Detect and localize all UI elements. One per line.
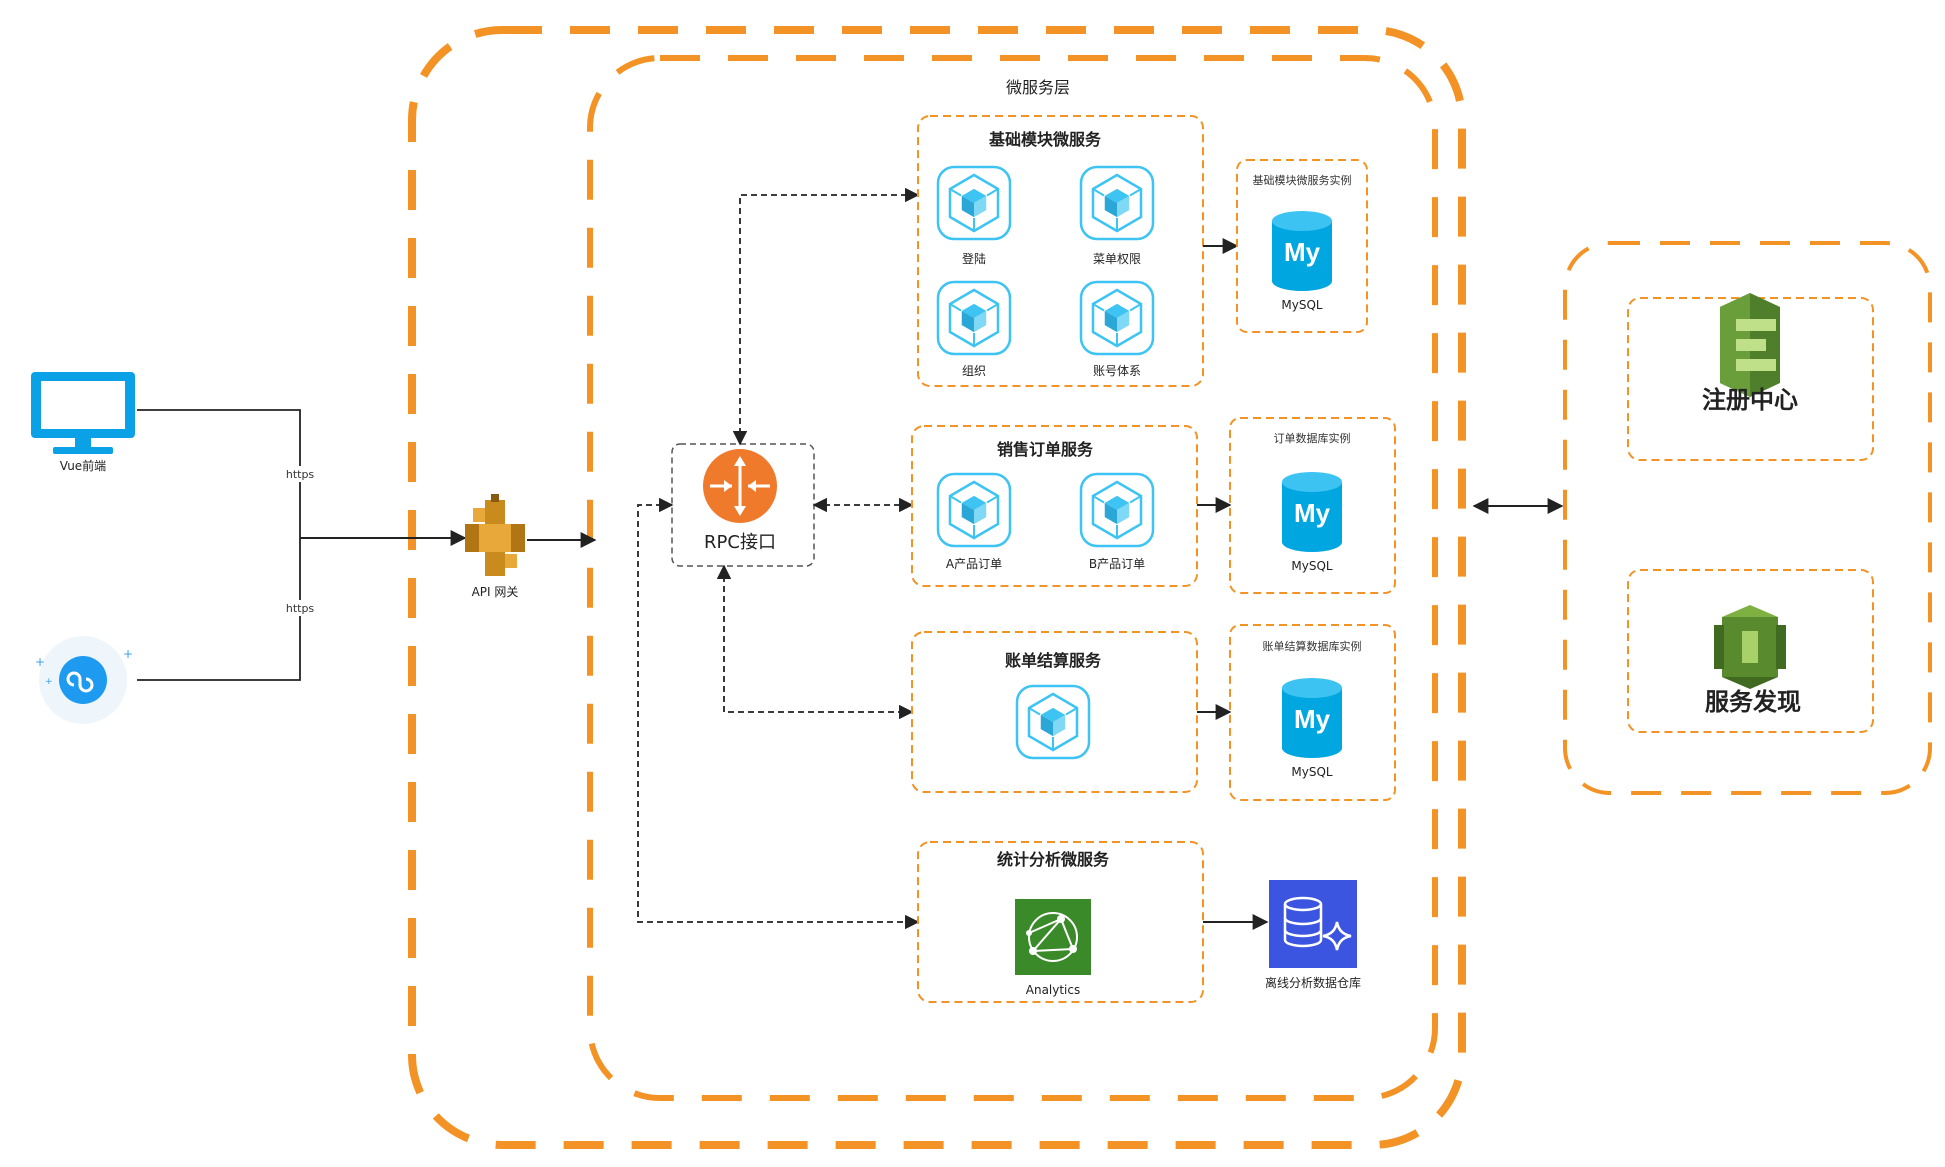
analytics-label: Analytics [1026,983,1081,997]
svg-text:+: + [123,647,133,661]
outer-system-boundary [408,26,1466,1149]
order-db-box [1229,417,1396,594]
login-service-icon [936,165,1012,241]
registry-boundary [1563,241,1932,795]
rpc-to-analytics-connector [637,497,920,930]
product-b-order-icon [1079,472,1155,548]
mini-https-connector [137,538,301,681]
product-a-order-icon [936,472,1012,548]
analytics-service-box [917,841,1204,1003]
product-b-order-label: B产品订单 [1089,557,1145,571]
service-discovery-box [1627,569,1874,733]
monitor-icon [31,372,135,454]
login-service-label: 登陆 [962,251,986,266]
rpc-router-icon [703,449,777,523]
menu-permission-icon [1079,165,1155,241]
https-label-top: https [286,468,315,481]
base-db-title: 基础模块微服务实例 [1253,173,1352,187]
menu-permission-label: 菜单权限 [1093,252,1141,266]
api-gateway-icon [465,494,525,576]
mini-program-icon: + + + [35,636,133,724]
base-db-box [1236,159,1368,333]
product-a-order-label: A产品订单 [946,557,1002,571]
svg-text:+: + [45,677,53,687]
register-center-label: 注册中心 [1702,386,1798,414]
base-db-label: MySQL [1281,298,1323,312]
account-system-icon [1079,280,1155,356]
base-service-box [917,115,1204,387]
register-center-icon [1720,293,1780,397]
vue-https-connector [137,409,301,538]
microservice-layer-title: 微服务层 [1006,78,1070,97]
analytics-icon [1015,899,1091,975]
rpc-to-billing-connector [716,564,914,720]
svg-text:+: + [35,655,45,669]
base-service-title: 基础模块微服务 [988,130,1102,149]
billing-db-box [1229,624,1396,801]
vue-frontend-label: Vue前端 [60,458,106,473]
billing-service-box [911,631,1198,793]
rpc-to-base-connector [732,187,920,446]
mysql-icon [1282,678,1342,758]
service-discovery-label: 服务发现 [1705,688,1801,716]
billing-service-icon [1015,684,1091,760]
order-db-label: MySQL [1291,559,1333,573]
account-system-label: 账号体系 [1093,364,1141,378]
billing-db-title: 账单结算数据库实例 [1263,639,1362,653]
service-discovery-icon [1714,605,1786,689]
billing-service-title: 账单结算服务 [1005,651,1102,670]
data-warehouse-icon [1269,880,1357,968]
organization-icon [936,280,1012,356]
order-db-title: 订单数据库实例 [1274,431,1351,445]
rpc-label: RPC接口 [704,532,776,553]
https-label-bottom: https [286,602,315,615]
microservice-layer-boundary [587,55,1438,1101]
order-service-box [911,425,1198,587]
billing-db-label: MySQL [1291,765,1333,779]
api-gateway-label: API 网关 [472,585,519,599]
organization-label: 组织 [962,364,986,378]
order-service-title: 销售订单服务 [997,440,1094,459]
mysql-icon [1282,472,1342,552]
data-warehouse-label: 离线分析数据仓库 [1265,975,1361,990]
analytics-service-title: 统计分析微服务 [997,850,1110,869]
mysql-icon [1272,211,1332,291]
